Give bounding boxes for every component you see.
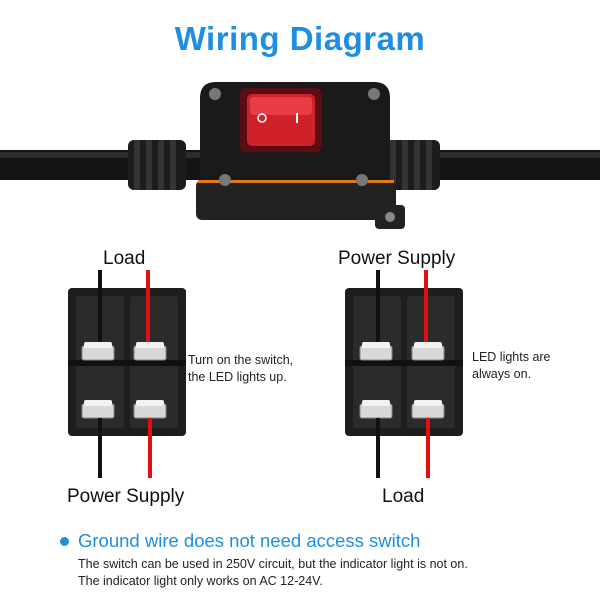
footer-headline-row: Ground wire does not need access switch — [60, 530, 420, 552]
footer-headline: Ground wire does not need access switch — [78, 530, 421, 551]
cable-gland-right — [382, 140, 440, 190]
screw — [356, 174, 368, 186]
page-title: Wiring Diagram — [174, 20, 426, 57]
terminal-block-left — [68, 270, 186, 478]
terminal-tab — [133, 399, 167, 419]
terminal-block-right — [345, 270, 463, 478]
left-note-line1: Turn on the switch, — [188, 353, 294, 367]
screw — [219, 174, 231, 186]
left-note: Turn on the switch, the LED lights up. — [188, 352, 293, 386]
terminal-tab — [359, 341, 393, 361]
right-bottom-label: Load — [382, 486, 425, 507]
terminal-tab — [81, 399, 115, 419]
orange-seal — [198, 180, 394, 183]
terminal-tab — [133, 341, 167, 361]
right-note-line1: LED lights are — [472, 350, 551, 364]
right-top-label: Power Supply — [338, 248, 456, 269]
screw — [209, 88, 221, 100]
bullet-icon — [60, 536, 69, 546]
terminal-tab — [359, 399, 393, 419]
right-note-line2: always on. — [472, 367, 532, 381]
left-top-label: Load — [103, 248, 146, 269]
left-note-line2: the LED lights up. — [188, 370, 287, 384]
right-note: LED lights are always on. — [472, 349, 551, 383]
cable-gland-left — [128, 140, 186, 190]
terminal-tab — [411, 399, 445, 419]
screw — [368, 88, 380, 100]
left-bottom-label: Power Supply — [67, 486, 185, 507]
terminal-tab — [411, 341, 445, 361]
red-rocker-icon — [240, 88, 322, 152]
footer-line2: The indicator light only works on AC 12-… — [78, 574, 323, 588]
terminal-tab — [81, 341, 115, 361]
footer-line1: The switch can be used in 250V circuit, … — [78, 557, 468, 571]
